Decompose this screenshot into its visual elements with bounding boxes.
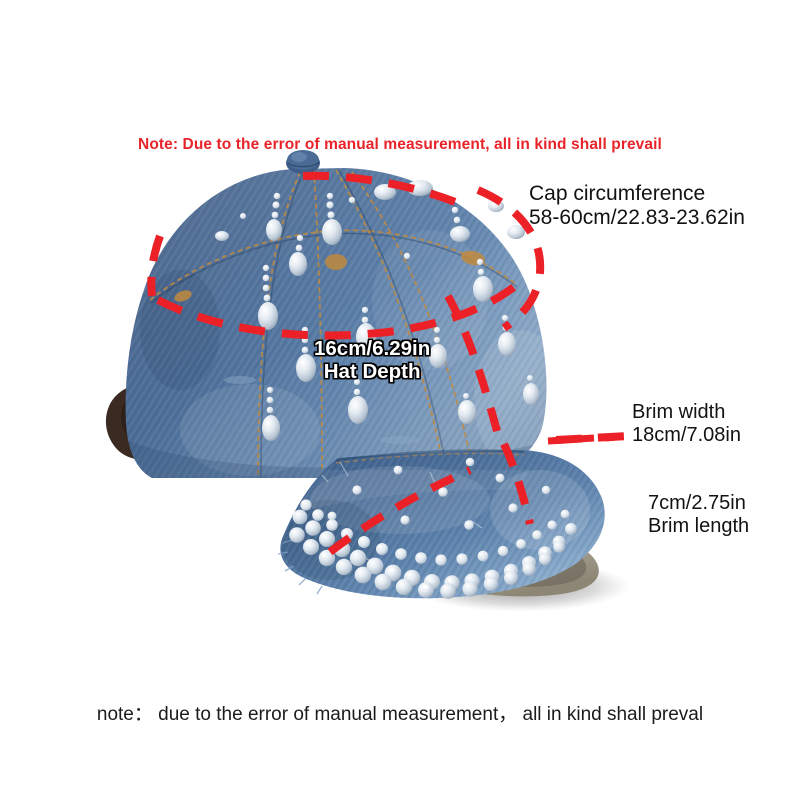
hat-depth-line [444, 294, 504, 444]
circumference-band [156, 278, 523, 340]
brim-length-label: 7cm/2.75in Brim length [648, 492, 749, 537]
bottom-disclaimer-note: note： due to the error of manual measure… [96, 704, 704, 725]
brim-width-leader [555, 432, 629, 444]
brim-length-name: Brim length [648, 514, 750, 537]
cap-circumference-label: Cap circumference 58-60cm/22.83-23.62in [529, 182, 745, 229]
cap-circumference-name: Cap circumference [529, 182, 706, 205]
circumference-arc-left [147, 234, 164, 297]
measurement-lines [147, 171, 629, 556]
brim-rhinestone-border [289, 499, 577, 599]
cap-crown [125, 150, 547, 478]
cap-circumference-value: 58-60cm/22.83-23.62in [529, 205, 745, 229]
hat-depth-label: 16cm/6.29in Hat Depth [314, 337, 431, 384]
brim-width-line-vert [500, 442, 534, 525]
rhinestone-drops [215, 180, 539, 441]
hat-depth-name: Hat Depth [323, 359, 421, 383]
circumference-arc-top [302, 171, 472, 212]
brim-width-label: Brim width 18cm/7.08in [632, 401, 741, 446]
brim-width-value: 18cm/7.08in [632, 423, 741, 446]
brim-studs [327, 457, 551, 530]
brim-width-name: Brim width [632, 401, 726, 423]
circumference-arc-right [476, 186, 545, 332]
top-disclaimer-note: Note: Due to the error of manual measure… [138, 136, 662, 153]
brim-length-value: 7cm/2.75in [648, 492, 746, 514]
crown-top-button [286, 150, 320, 174]
brim-width-line [327, 466, 472, 556]
brim-width-leader-ticks [547, 433, 617, 445]
hat-depth-value: 16cm/6.29in [314, 337, 431, 360]
